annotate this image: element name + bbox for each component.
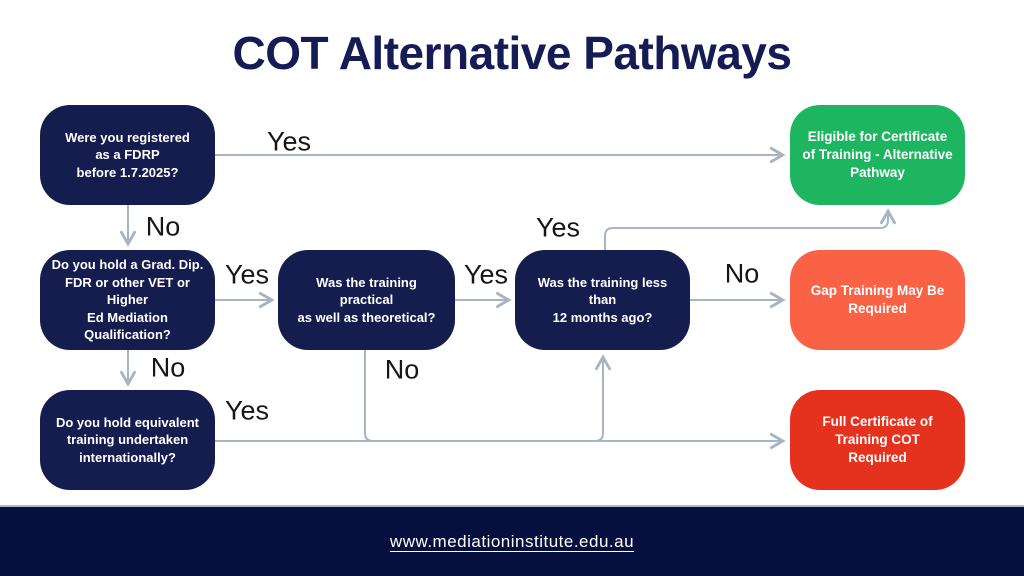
- outcome-node-gap-training: Gap Training May Be Required: [790, 250, 965, 350]
- edge-label-no-fdrp: No: [145, 211, 181, 242]
- question-node-practical-theoretical: Was the training practical as well as th…: [278, 250, 455, 350]
- outcome-node-eligible: Eligible for Certificate of Training - A…: [790, 105, 965, 205]
- question-node-label: Do you hold a Grad. Dip. FDR or other VE…: [51, 257, 204, 343]
- footer-bar: www.mediationinstitute.edu.au: [0, 505, 1024, 576]
- outcome-node-label: Eligible for Certificate of Training - A…: [802, 128, 953, 181]
- page-title: COT Alternative Pathways: [232, 27, 792, 79]
- question-node-label: Do you hold equivalent training undertak…: [55, 414, 199, 465]
- question-node-label: Was the training practical as well as th…: [297, 274, 436, 325]
- outcome-node-full-cot: Full Certificate of Training COT Require…: [790, 390, 965, 490]
- website-link[interactable]: www.mediationinstitute.edu.au: [389, 531, 635, 551]
- question-node-training-recency: Was the training less than 12 months ago…: [515, 250, 690, 350]
- edge-label-no-practical: No: [384, 354, 420, 385]
- edge-label-no-recent: No: [724, 258, 760, 289]
- edge-label-yes-qualification: Yes: [224, 259, 270, 290]
- edge-label-yes-practical: Yes: [463, 259, 509, 290]
- question-node-label: Were you registered as a FDRP before 1.7…: [65, 129, 190, 180]
- edge-label-no-qualification: No: [150, 352, 186, 383]
- question-node-international-training: Do you hold equivalent training undertak…: [40, 390, 215, 490]
- edge-label-yes-recent: Yes: [535, 212, 581, 243]
- question-node-label: Was the training less than 12 months ago…: [537, 274, 668, 325]
- edge-label-yes-international: Yes: [224, 395, 270, 426]
- question-node-qualification: Do you hold a Grad. Dip. FDR or other VE…: [40, 250, 215, 350]
- edge-label-yes-fdrp: Yes: [266, 126, 312, 157]
- outcome-node-label: Gap Training May Be Required: [810, 282, 945, 316]
- question-node-fdrp-registered: Were you registered as a FDRP before 1.7…: [40, 105, 215, 205]
- outcome-node-label: Full Certificate of Training COT Require…: [822, 413, 933, 466]
